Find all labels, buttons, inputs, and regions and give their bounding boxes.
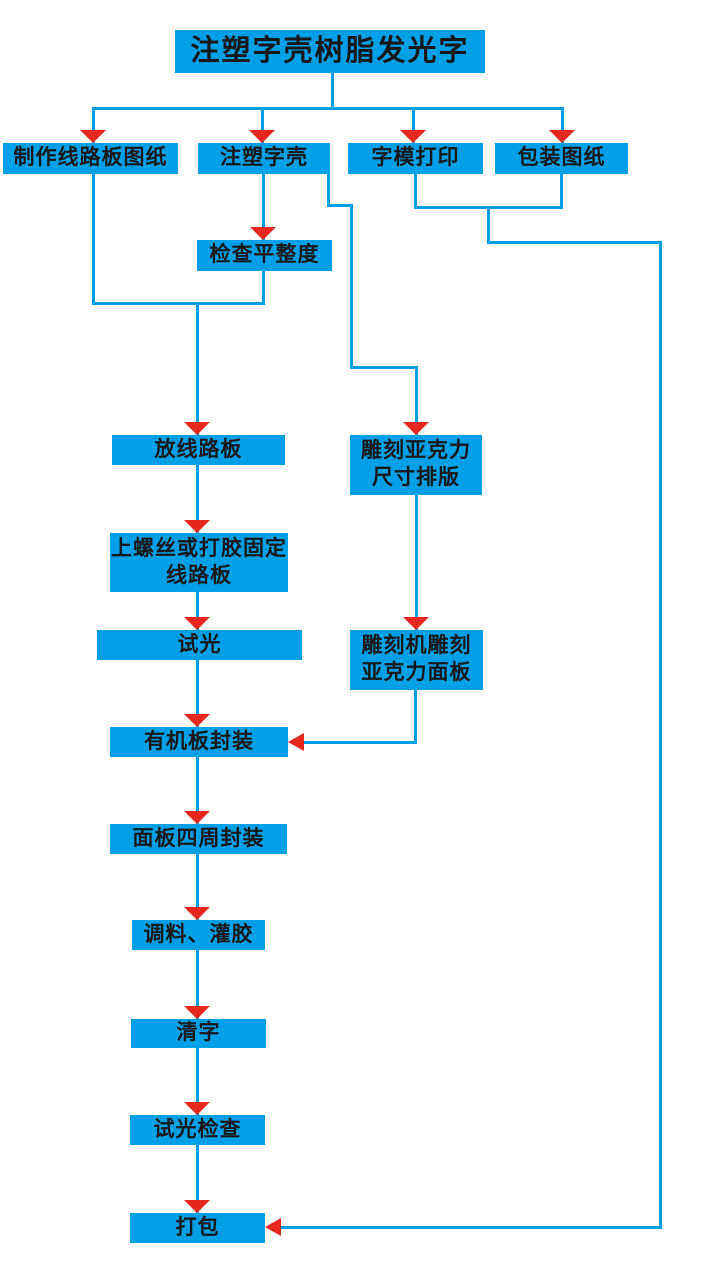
connector-line [411,106,415,145]
connector-line [349,203,353,369]
connector-line [291,740,417,744]
flow-node-label: 亚克力面板 [361,661,472,684]
connector-line [326,203,353,207]
flow-node-label: 放线路板 [154,437,243,461]
connector-line [195,948,199,1021]
flow-node-light-test: 试光 [97,630,302,660]
arrowhead-down-icon [400,130,426,143]
connector-line [91,106,564,110]
flow-node-label: 制作线路板图纸 [13,146,168,170]
connector-line [195,1143,199,1215]
connector-line [261,172,265,242]
arrowhead-down-icon [249,130,275,143]
flow-node-label: 注塑字壳 [220,146,308,170]
arrowhead-down-icon [184,1006,210,1019]
flow-node-label: 调料、灌胶 [143,922,254,946]
arrowhead-left-icon [288,733,304,751]
arrowhead-down-icon [184,422,210,435]
flow-node-label: 雕刻机雕刻 [361,634,472,658]
connector-line [560,106,564,145]
flow-node-print-letter-mold: 字模打印 [348,143,483,174]
connector-line [559,172,563,209]
flow-node-label: 有机板封装 [144,729,254,753]
connector-line [195,658,199,729]
flow-node-organic-board-seal: 有机板封装 [110,727,288,757]
connector-line [414,365,418,437]
connector-line [195,755,199,826]
connector-line [195,463,199,535]
flow-node-label: 尺寸排版 [372,466,460,489]
flow-node-title: 注塑字壳树脂发光字 [175,30,485,73]
connector-line [195,1046,199,1117]
arrowhead-down-icon [250,227,276,240]
arrowhead-down-icon [184,617,210,630]
flow-node-label: 上螺丝或打胶固定 [111,536,287,560]
arrowhead-down-icon [403,422,429,435]
arrowhead-down-icon [184,907,210,920]
arrowhead-left-icon [265,1218,281,1236]
flow-node-light-check: 试光检查 [130,1115,265,1145]
arrowhead-down-icon [403,617,429,630]
connector-line [260,106,264,145]
flow-node-panel-edge-seal: 面板四周封装 [110,824,287,854]
connector-line [486,240,662,244]
connector-line [195,301,199,437]
connector-line [330,71,334,110]
flow-node-label: 包装图纸 [517,146,606,170]
flow-node-label: 雕刻亚克力 [361,439,471,463]
flow-node-label: 清字 [176,1021,221,1045]
flow-node-place-pcb: 放线路板 [112,435,285,465]
arrowhead-down-icon [184,1102,210,1115]
connector-line [91,172,95,305]
flow-node-engrave-acrylic: 雕刻机雕刻亚克力面板 [350,630,483,690]
flow-node-mix-pour-glue: 调料、灌胶 [132,920,265,950]
arrowhead-down-icon [184,714,210,727]
arrowhead-down-icon [184,811,210,824]
flow-node-fix-pcb: 上螺丝或打胶固定线路板 [110,533,288,592]
flow-node-label: 面板四周封装 [132,826,265,850]
flow-node-check-flatness: 检查平整度 [197,240,332,271]
flow-node-label: 注塑字壳树脂发光字 [190,34,470,67]
connector-line [658,240,662,1229]
flow-node-clean-letters: 清字 [131,1019,266,1048]
arrowhead-down-icon [184,520,210,533]
flow-node-label: 试光 [177,632,222,656]
connector-line [268,1225,662,1229]
connector-line [414,493,418,632]
arrowhead-down-icon [80,130,106,143]
connector-line [91,301,265,305]
connector-line [261,269,265,305]
connector-line [413,688,417,744]
flow-node-label: 打包 [175,1215,220,1239]
flow-node-label: 检查平整度 [209,243,320,267]
flow-node-packing-drawing: 包装图纸 [495,143,628,174]
connector-line [195,852,199,922]
connector-line [326,172,330,207]
arrowhead-down-icon [549,130,575,143]
connector-line [91,106,95,145]
flow-node-make-pcb-drawing: 制作线路板图纸 [3,143,178,174]
connector-line [349,365,418,369]
connector-line [413,172,417,209]
flow-node-label: 线路板 [166,563,232,587]
flow-node-acrylic-layout: 雕刻亚克力尺寸排版 [350,435,482,495]
flow-node-inject-shell: 注塑字壳 [198,143,330,174]
flow-node-label: 字模打印 [371,146,460,170]
arrowhead-down-icon [184,1200,210,1213]
connector-line [486,205,490,244]
flow-node-label: 试光检查 [153,1117,242,1141]
connector-line [195,590,199,632]
flow-node-pack: 打包 [130,1213,265,1243]
